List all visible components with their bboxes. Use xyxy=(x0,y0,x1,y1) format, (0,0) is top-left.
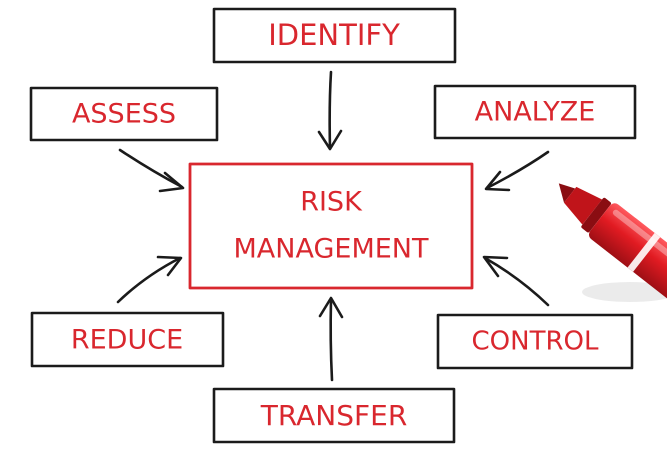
center-label-line1: RISK xyxy=(300,187,363,218)
arrows xyxy=(116,70,550,382)
node-reduce: REDUCE xyxy=(30,311,225,368)
arrow-analyze-to-center xyxy=(484,150,550,192)
node-identify: IDENTIFY xyxy=(212,7,457,64)
node-control-label: CONTROL xyxy=(472,327,599,357)
node-reduce-label: REDUCE xyxy=(71,325,183,356)
arrow-transfer-to-center xyxy=(318,296,344,382)
node-analyze: ANALYZE xyxy=(433,84,637,140)
arrow-control-to-center xyxy=(482,255,550,307)
node-control: CONTROL xyxy=(436,313,634,370)
center-label-line2: MANAGEMENT xyxy=(234,234,429,265)
node-assess: ASSESS xyxy=(29,86,219,142)
arrow-assess-to-center xyxy=(118,148,185,193)
node-transfer-label: TRANSFER xyxy=(260,399,408,432)
node-analyze-label: ANALYZE xyxy=(475,97,596,128)
node-identify-label: IDENTIFY xyxy=(268,18,400,52)
center-node: RISK MANAGEMENT xyxy=(188,162,474,290)
red-marker-pen-icon xyxy=(558,183,667,302)
node-transfer: TRANSFER xyxy=(212,387,456,444)
node-assess-label: ASSESS xyxy=(72,99,176,130)
arrow-identify-to-center xyxy=(317,70,343,151)
arrow-reduce-to-center xyxy=(116,255,183,304)
